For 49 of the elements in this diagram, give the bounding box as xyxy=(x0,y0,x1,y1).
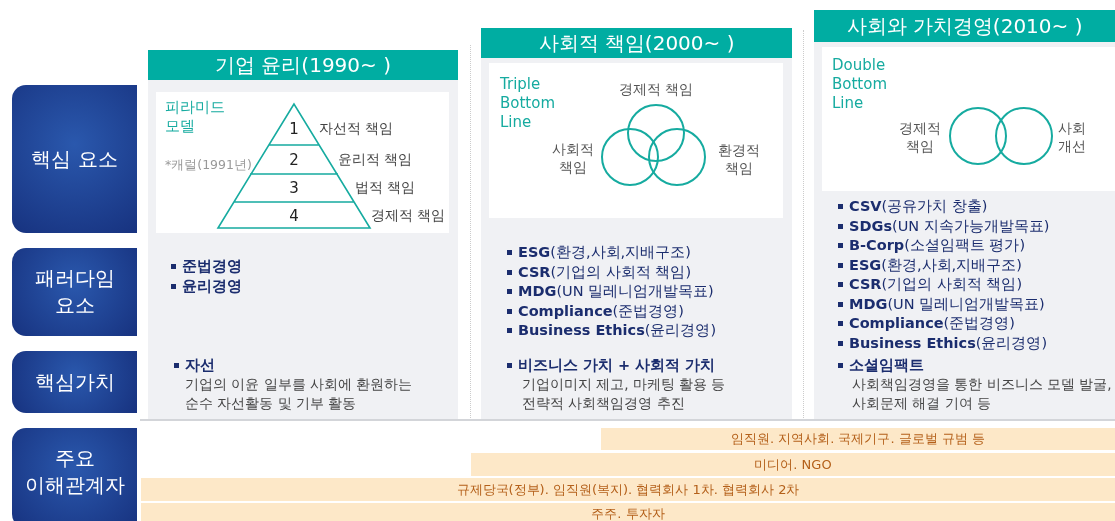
bullet-item: 윤리경영 xyxy=(171,276,242,296)
bullet-item: CSR(기업의 사회적 책임) xyxy=(507,262,692,282)
bullet-item: MDG(UN 밀레니엄개발목표) xyxy=(838,294,1045,314)
source-note: *캐럴(1991년) xyxy=(165,157,252,174)
description-text: 사회책임경영을 통한 비즈니스 모델 발굴, 사회문제 해결 기여 등 xyxy=(852,375,1113,413)
row-header: 핵심 요소 xyxy=(12,85,137,233)
tier-label: 윤리적 책임 xyxy=(338,151,413,169)
stakeholder-bar: 미디어. NGO xyxy=(471,453,1115,476)
model-title: 피라미드 모델 xyxy=(165,98,226,136)
circle-label: 경제적 책임 xyxy=(617,80,695,98)
model-title: Triple Bottom Line xyxy=(500,75,557,132)
bullet-item: SDGs(UN 지속가능개발목표) xyxy=(838,216,1050,236)
bullet-item: B-Corp(소셜임팩트 평가) xyxy=(838,236,1026,256)
column-header: 사회와 가치경영(2010~ ) xyxy=(814,10,1115,42)
tier-number: 3 xyxy=(288,179,300,197)
bullet-item: MDG(UN 밀레니엄개발목표) xyxy=(507,282,714,302)
circle-label: 사회적 책임 xyxy=(551,140,595,176)
bullet-item: ESG(환경,사회,지배구조) xyxy=(838,255,1022,275)
stakeholder-bar: 임직원. 지역사회. 국제기구. 글로벌 규범 등 xyxy=(601,428,1115,450)
description-text: 기업의 이윤 일부를 사회에 환원하는 순수 자선활동 및 기부 활동 xyxy=(185,375,414,413)
model-title: Double Bottom Line xyxy=(832,56,889,113)
bullet-item: Compliance(준법경영) xyxy=(507,301,684,321)
bullet-item: 비즈니스 가치 + 사회적 가치 xyxy=(507,356,716,376)
tier-label: 경제적 책임 xyxy=(371,207,446,225)
bullet-item: Business Ethics(윤리경영) xyxy=(838,333,1048,353)
column-header: 기업 윤리(1990~ ) xyxy=(148,50,458,80)
bullet-item: 소셜임팩트 xyxy=(838,356,924,376)
description-text: 기업이미지 제고, 마케팅 활용 등 전략적 사회책임경영 추진 xyxy=(522,375,727,413)
row-header: 패러다임 요소 xyxy=(12,248,137,336)
bullet-item: 자선 xyxy=(174,356,215,376)
bullet-item: Compliance(준법경영) xyxy=(838,314,1015,334)
bullet-item: 준법경영 xyxy=(171,257,242,277)
circle-label: 환경적 책임 xyxy=(717,141,761,177)
tier-number: 2 xyxy=(288,151,300,169)
row-header: 핵심가치 xyxy=(12,351,137,413)
tier-number: 1 xyxy=(288,120,300,138)
row-header: 주요 이해관계자 xyxy=(12,428,137,521)
tier-label: 자선적 책임 xyxy=(319,120,394,138)
circle-label: 경제적 책임 xyxy=(898,119,942,155)
bullet-item: CSV(공유가치 창출) xyxy=(838,197,988,217)
circle-label: 사회 개선 xyxy=(1057,119,1087,155)
tier-label: 법적 책임 xyxy=(355,179,416,197)
bullet-item: CSR(기업의 사회적 책임) xyxy=(838,275,1023,295)
tier-number: 4 xyxy=(288,207,300,225)
stakeholder-bar: 규제당국(정부). 임직원(복지). 협력회사 1차. 협력회사 2차 xyxy=(141,478,1115,501)
bullet-item: ESG(환경,사회,지배구조) xyxy=(507,243,691,263)
bullet-item: Business Ethics(윤리경영) xyxy=(507,321,717,341)
stakeholder-bar: 주주. 투자자 xyxy=(141,503,1115,521)
column-header: 사회적 책임(2000~ ) xyxy=(481,28,792,58)
